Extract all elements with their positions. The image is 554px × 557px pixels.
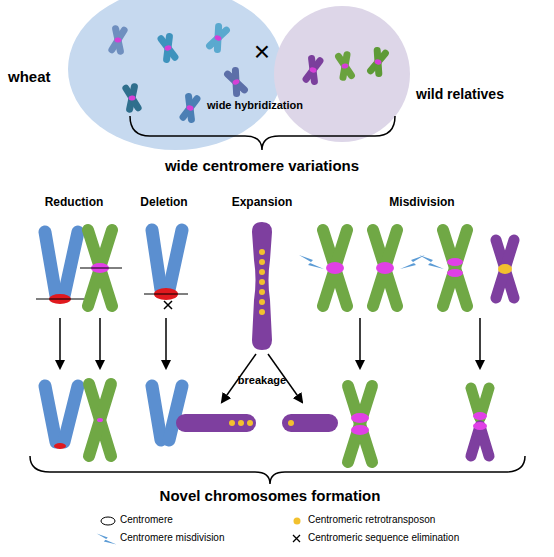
- legend-samples: [294, 518, 301, 525]
- deletion-chromosomes: [144, 294, 188, 295]
- expansion-chromosomes: [229, 420, 235, 426]
- reduction-chromosomes: [64, 386, 78, 442]
- reduction-chromosomes: [59, 318, 61, 368]
- reduction-chromosomes: [54, 443, 66, 449]
- misdivision-chromosomes: [480, 388, 489, 418]
- reduction-chromosomes: [45, 386, 56, 442]
- misdivision-chromosomes: [351, 425, 369, 435]
- expansion-chromosomes: [259, 279, 265, 285]
- deletion-chromosomes: [154, 288, 178, 300]
- section-heading: wide centromere variations: [165, 157, 359, 174]
- expansion-chromosomes: [176, 414, 256, 432]
- reduction-chromosomes: [49, 294, 71, 304]
- misdivision-chromosomes: [299, 230, 514, 462]
- misdivision-chromosomes: [480, 426, 489, 456]
- misdivision-chromosomes: [498, 264, 512, 274]
- misdivision-chromosomes: [323, 230, 347, 306]
- reduction-chromosomes: [99, 318, 101, 368]
- legend-text: Centromeric sequence elimination: [308, 532, 459, 543]
- section-heading: Novel chromosomes formation: [160, 487, 381, 504]
- legend-text: Centromeric retrotransposon: [308, 514, 435, 525]
- species-label: wheat: [8, 68, 51, 85]
- circle-outline: [274, 6, 410, 142]
- legend-text: Centromere: [120, 514, 173, 525]
- legend-samples: [293, 535, 300, 542]
- circle-outline: [68, 0, 283, 150]
- circle-fill: [274, 6, 410, 142]
- reduction-chromosomes: [80, 268, 122, 269]
- reduction-chromosomes: [36, 299, 84, 300]
- expansion-chromosomes: [176, 222, 338, 432]
- cross-symbol: ×: [254, 36, 270, 68]
- expansion-chromosomes: [259, 249, 265, 255]
- expansion-chromosomes: [288, 420, 294, 426]
- category-label: Deletion: [140, 195, 187, 209]
- reduction-chromosomes: [91, 263, 109, 273]
- misdivision-chromosomes: [496, 240, 514, 298]
- species-circle: wild relatives: [274, 6, 410, 142]
- misdivision-chromosomes: [351, 413, 369, 423]
- misdivision-chromosomes: [326, 262, 344, 274]
- legend-samples: [97, 533, 117, 544]
- misdivision-chromosomes: [348, 386, 372, 462]
- expansion-chromosomes: [259, 299, 265, 305]
- legend-text: Centromere misdivision: [120, 532, 224, 543]
- species-label: wild relatives: [416, 86, 504, 102]
- reduction-chromosomes: [64, 232, 78, 296]
- misdivision-chromosomes: [400, 255, 425, 269]
- deletion-chromosomes: [165, 318, 167, 368]
- species-circle: wheat: [68, 0, 283, 150]
- misdivision-chromosomes: [443, 230, 467, 306]
- expansion-chromosomes: [259, 259, 265, 265]
- misdivision-chromosomes: [348, 386, 372, 462]
- deletion-chromosomes: [169, 386, 182, 440]
- reduction-chromosomes: [88, 230, 112, 306]
- reduction-chromosomes: [45, 232, 56, 296]
- misdivision-chromosomes: [473, 422, 487, 430]
- category-label: Reduction: [45, 195, 104, 209]
- expansion-chromosomes: [238, 420, 244, 426]
- misdivision-chromosomes: [447, 258, 463, 266]
- misdivision-chromosomes: [359, 318, 361, 368]
- legend-samples: [101, 517, 115, 525]
- brace: [30, 456, 525, 484]
- reduction-chromosomes: [89, 384, 111, 456]
- misdivision-chromosomes: [323, 230, 347, 306]
- deletion-chromosomes: [152, 230, 161, 290]
- category-label: Misdivision: [389, 195, 454, 209]
- expansion-chromosomes: [252, 222, 272, 350]
- category-label: Expansion: [232, 195, 293, 209]
- process-label: breakage: [238, 374, 286, 386]
- misdivision-chromosomes: [447, 269, 463, 277]
- deletion-chromosomes: [169, 230, 182, 290]
- misdivision-chromosomes: [496, 240, 514, 298]
- misdivision-chromosomes: [373, 230, 397, 306]
- deletion-chromosomes: [144, 230, 188, 440]
- misdivision-chromosomes: [373, 230, 397, 306]
- reduction-chromosomes: [89, 384, 111, 456]
- misdivision-chromosomes: [299, 255, 324, 269]
- reduction-chromosomes: [97, 418, 103, 422]
- misdivision-chromosomes: [473, 412, 487, 420]
- deletion-chromosomes: [164, 301, 172, 309]
- reduction-chromosomes: [36, 230, 122, 456]
- expansion-chromosomes: [282, 414, 338, 432]
- misdivision-chromosomes: [471, 426, 480, 456]
- expansion-chromosomes: [259, 289, 265, 295]
- misdivision-chromosomes: [419, 255, 444, 269]
- misdivision-chromosomes: [376, 262, 394, 274]
- deletion-chromosomes: [152, 386, 161, 440]
- process-label: wide hybridization: [207, 99, 303, 111]
- circle-fill: [68, 0, 283, 150]
- expansion-chromosomes: [247, 420, 253, 426]
- misdivision-chromosomes: [471, 388, 480, 418]
- reduction-chromosomes: [88, 230, 112, 306]
- expansion-chromosomes: [259, 309, 265, 315]
- expansion-chromosomes: [259, 269, 265, 275]
- misdivision-chromosomes: [479, 318, 481, 368]
- misdivision-chromosomes: [443, 230, 467, 306]
